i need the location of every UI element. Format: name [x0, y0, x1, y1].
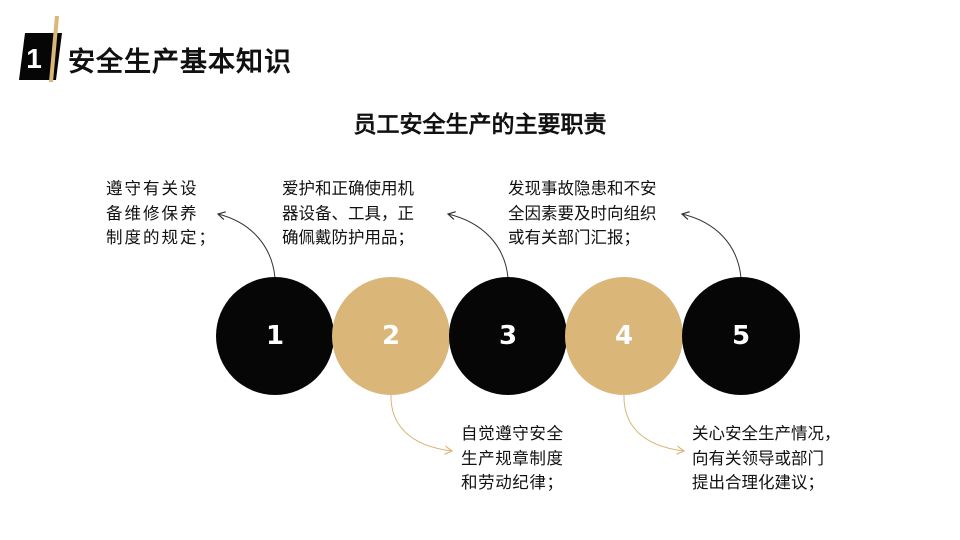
step-circle-3: 3	[449, 277, 567, 395]
arrow-3	[446, 211, 509, 279]
step-desc-5: 发现事故隐患和不安 全因素要及时向组织 或有关部门汇报；	[508, 179, 657, 247]
step-number-3: 3	[498, 321, 518, 351]
step-number-2: 2	[381, 321, 401, 351]
arrow-1	[216, 211, 276, 279]
step-circle-2: 2	[332, 277, 450, 395]
step-circle-5: 5	[682, 277, 800, 395]
step-number-1: 1	[265, 321, 285, 351]
section-number: 1	[26, 43, 42, 74]
page-title: 员工安全生产的主要职责	[353, 112, 607, 138]
step-desc-3: 爱护和正确使用机 器设备、工具，正 确佩戴防护用品；	[282, 179, 414, 247]
step-desc-2: 自觉遵守安全 生产规章制度 和劳动纪律；	[461, 424, 564, 492]
step-desc-4: 关心安全生产情况， 向有关领导或部门 提出合理化建议；	[692, 424, 841, 492]
section-title: 安全生产基本知识	[68, 47, 292, 78]
step-desc-1: 遵守有关设 备维修保养 制度的规定；	[106, 179, 217, 247]
section-number-badge: 1	[19, 16, 62, 82]
arrow-5	[680, 211, 742, 279]
step-circle-4: 4	[565, 277, 683, 395]
arrow-2	[390, 393, 454, 455]
step-number-5: 5	[731, 321, 751, 351]
step-circle-1: 1	[216, 277, 334, 395]
step-number-4: 4	[614, 321, 634, 351]
arrow-4	[623, 393, 686, 455]
